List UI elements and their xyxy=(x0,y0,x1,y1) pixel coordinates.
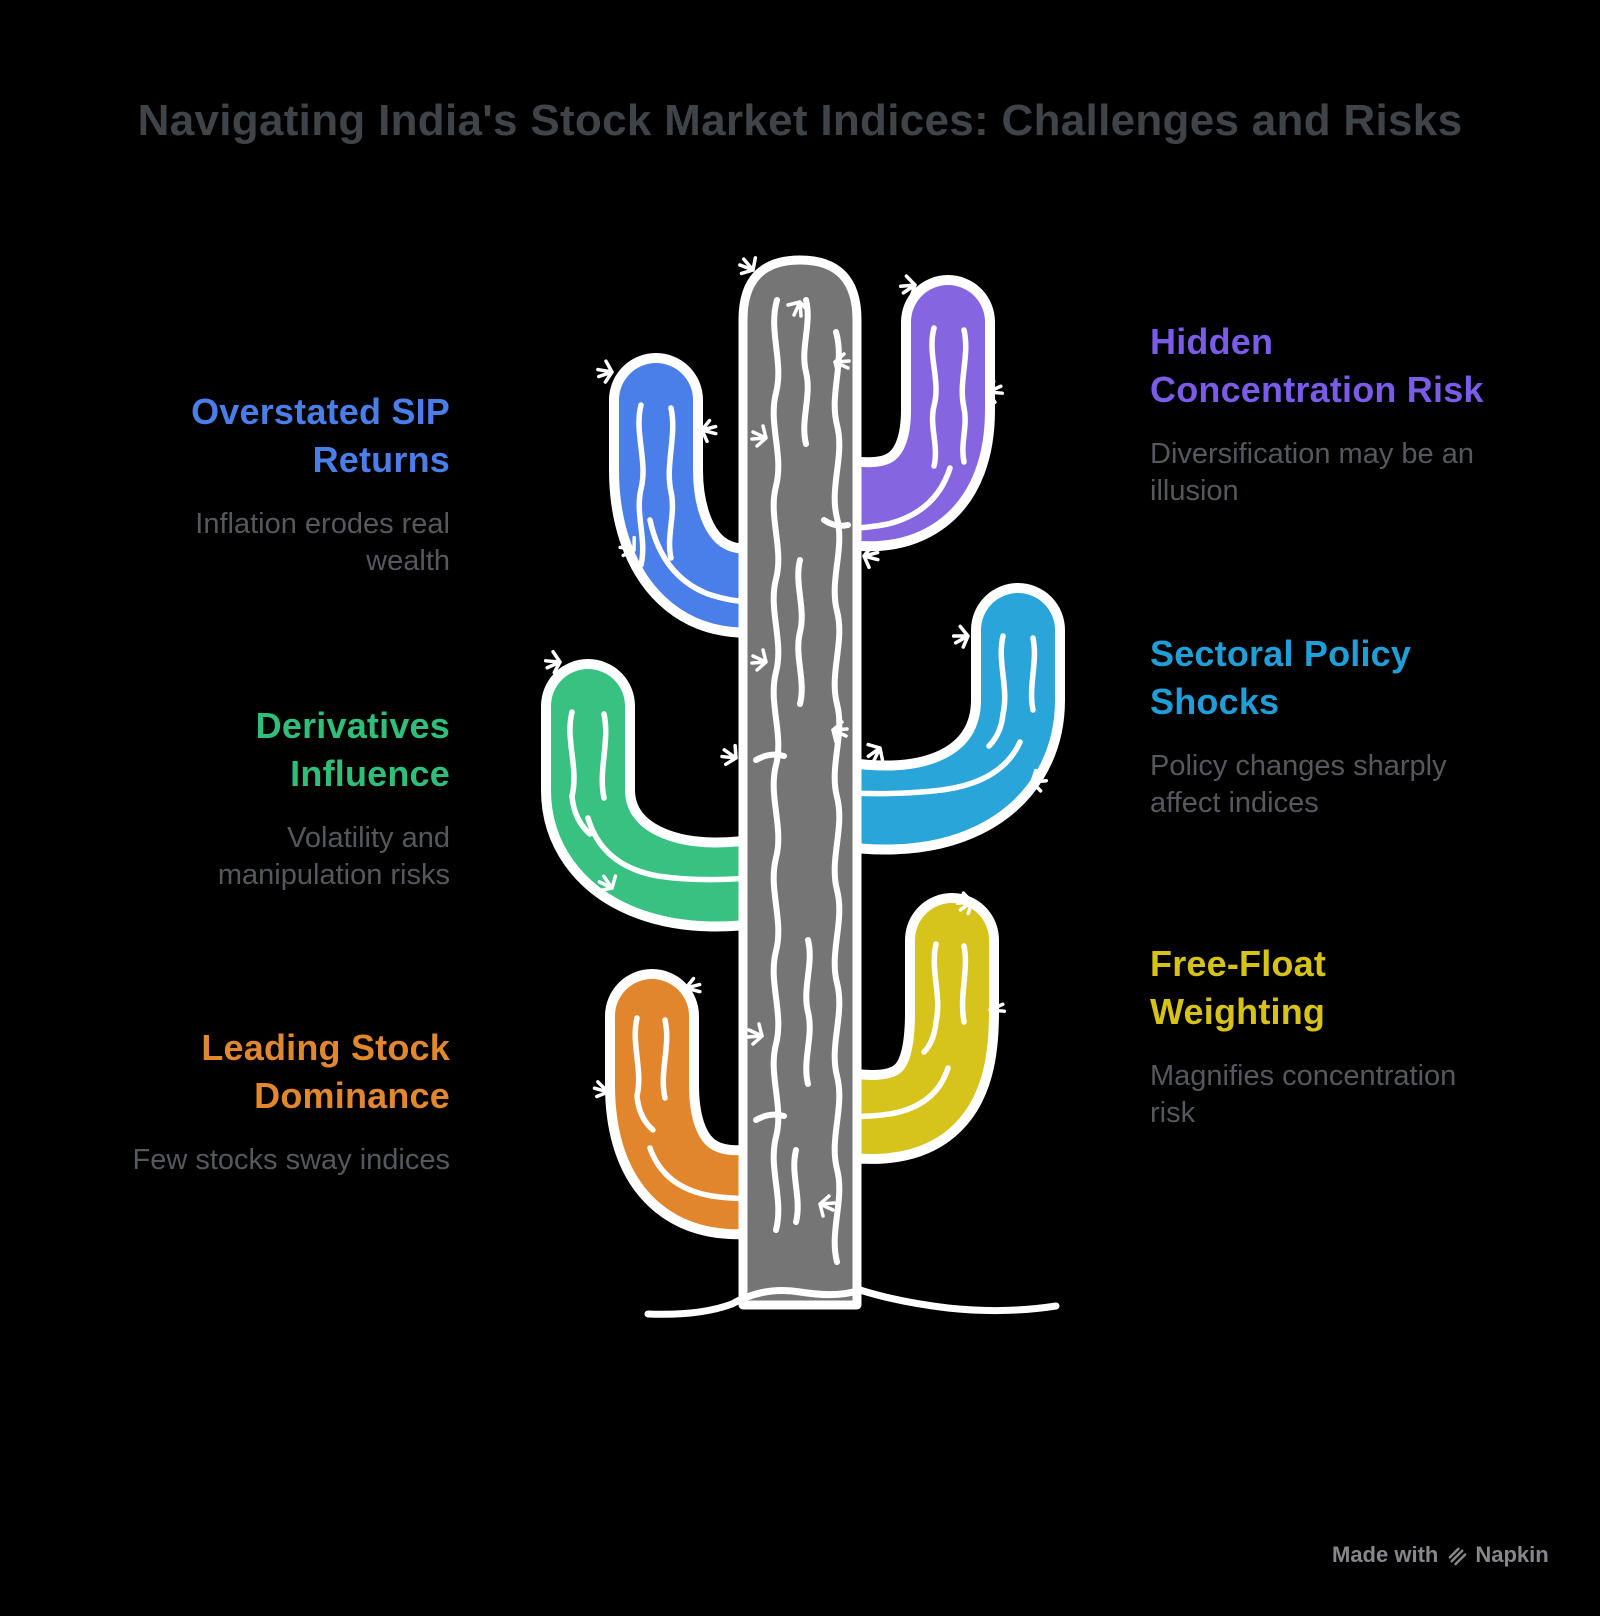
block-description: Volatility and manipulation risks xyxy=(217,822,450,891)
block-description: Few stocks sway indices xyxy=(132,1144,451,1176)
block-heading: Hidden Concentration Risk xyxy=(1150,321,1484,410)
block-heading: Derivatives Influence xyxy=(255,705,450,794)
block-heading: Overstated SIP Returns xyxy=(191,391,450,480)
cactus-trunk xyxy=(738,255,862,1310)
napkin-credit-link[interactable]: Made with Napkin xyxy=(1332,1542,1549,1568)
block-description: Policy changes sharply affect indices xyxy=(1150,750,1447,819)
napkin-logo-icon xyxy=(1448,1547,1467,1565)
block-heading: Sectoral Policy Shocks xyxy=(1150,633,1412,722)
block-free-float-weighting: Free-Float Weighting Magnifies concentra… xyxy=(1150,940,1570,1132)
trunk-shape xyxy=(738,255,862,1310)
block-derivatives-influence: Derivatives Influence Volatility and man… xyxy=(70,702,450,894)
block-hidden-concentration-risk: Hidden Concentration Risk Diversificatio… xyxy=(1150,318,1570,510)
block-description: Diversification may be an illusion xyxy=(1150,438,1474,507)
block-heading: Free-Float Weighting xyxy=(1150,943,1327,1032)
brand-label: Napkin xyxy=(1475,1542,1549,1567)
block-heading: Leading Stock Dominance xyxy=(201,1027,450,1116)
page-title: Navigating India's Stock Market Indices:… xyxy=(137,96,1463,145)
block-overstated-sip-returns: Overstated SIP Returns Inflation erodes … xyxy=(70,388,450,580)
block-description: Magnifies concentration risk xyxy=(1150,1060,1457,1129)
block-leading-stock-dominance: Leading Stock Dominance Few stocks sway … xyxy=(70,1024,451,1179)
made-with-label: Made with xyxy=(1332,1542,1439,1567)
block-description: Inflation erodes real wealth xyxy=(195,508,450,577)
ground-line xyxy=(644,1286,1060,1318)
block-sectoral-policy-shocks: Sectoral Policy Shocks Policy changes sh… xyxy=(1150,630,1570,822)
